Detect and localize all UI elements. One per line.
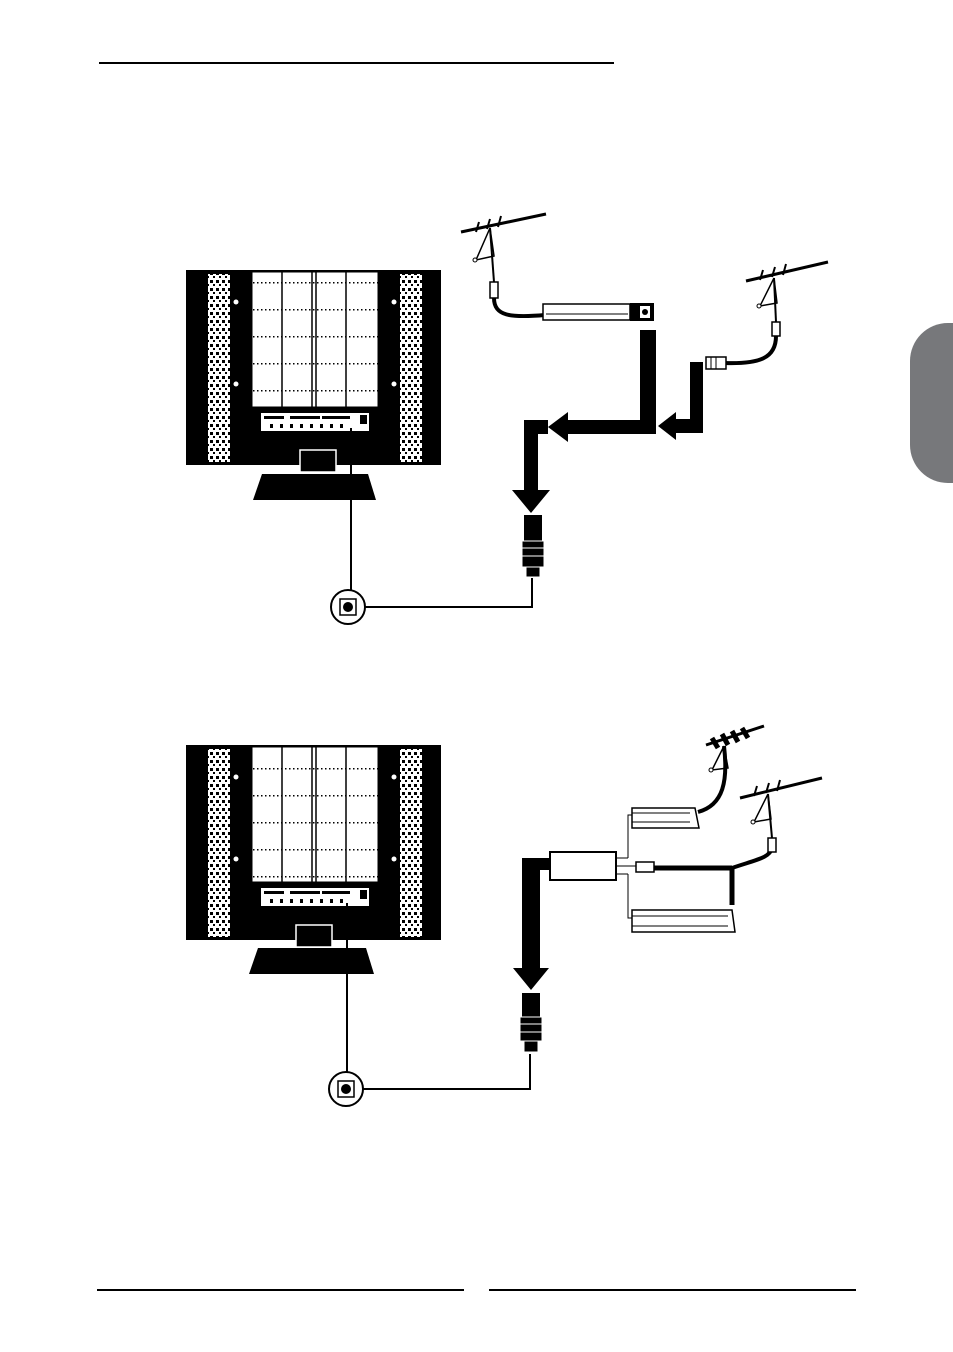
splitter-box-icon — [550, 815, 636, 918]
coax-cable-icon — [636, 848, 772, 905]
adapter-icon — [543, 303, 654, 321]
signal-path-arrows — [512, 330, 703, 513]
signal-path-arrows — [513, 858, 552, 990]
coax-plug-icon — [520, 993, 542, 1052]
diagram-connection-1 — [0, 0, 953, 660]
footer-rule-right — [489, 1289, 856, 1291]
second-antenna-icon — [706, 262, 828, 369]
footer-rule-left — [97, 1289, 464, 1291]
tv-rear-view — [186, 745, 441, 974]
uhf-antenna-icon — [698, 726, 764, 812]
callout-to-plug-line — [365, 578, 532, 607]
diagram-connection-2 — [0, 660, 953, 1120]
callout-to-plug-line — [363, 1054, 530, 1089]
coax-plug-icon — [522, 515, 544, 577]
vhf-antenna-icon — [740, 778, 822, 852]
tv-rear-view — [186, 270, 441, 500]
antenna-icon — [461, 214, 546, 316]
